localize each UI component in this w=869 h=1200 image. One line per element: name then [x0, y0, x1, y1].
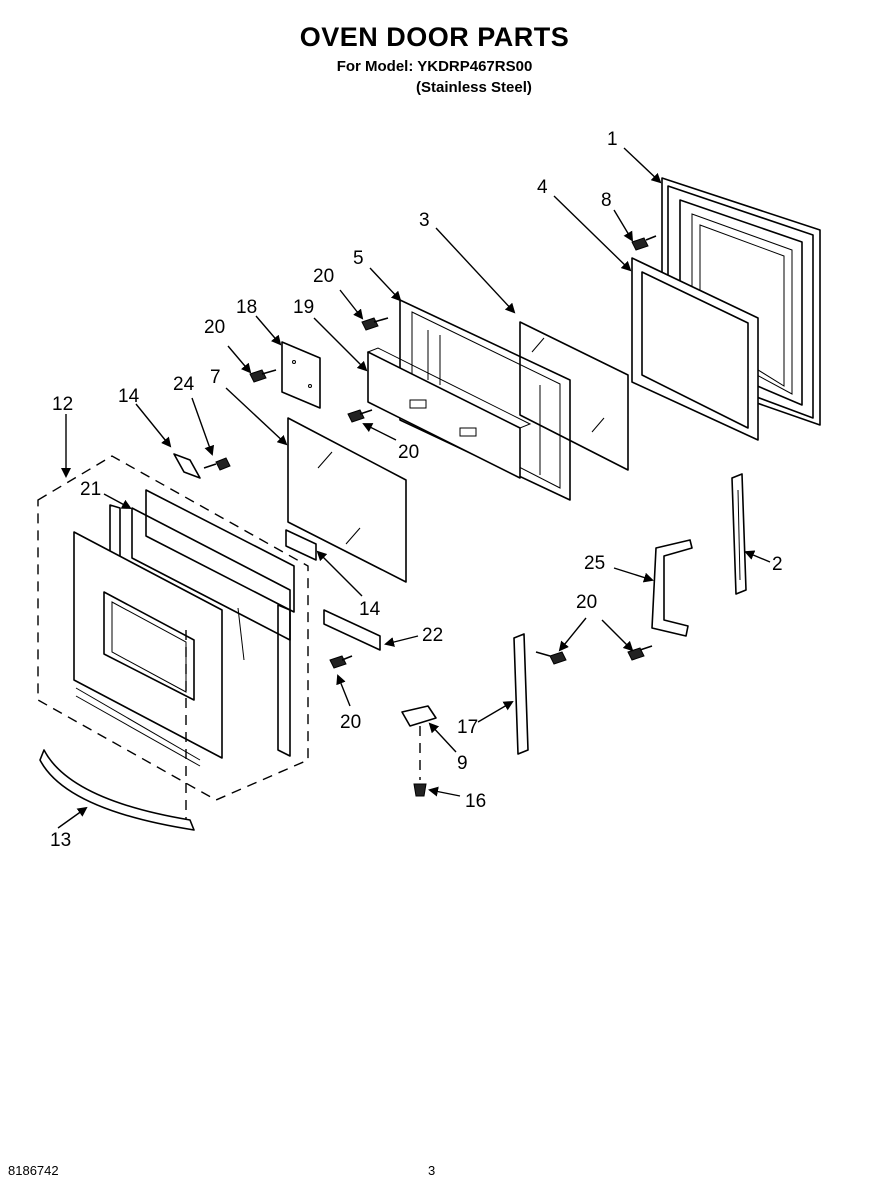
page-title: OVEN DOOR PARTS	[299, 22, 570, 52]
callout-20-c: 20	[398, 442, 419, 463]
part-9-latch	[401, 705, 437, 780]
callout-4: 4	[537, 177, 548, 198]
callout-5: 5	[353, 248, 364, 269]
callout-14-b: 14	[359, 599, 381, 620]
screw-20-c	[347, 409, 373, 423]
part-12-outer-door-assembly	[37, 455, 309, 801]
part-19-baffle	[366, 347, 532, 479]
part-16-screw	[413, 783, 427, 797]
callout-20-e: 20	[576, 592, 597, 613]
callout-13: 13	[50, 830, 71, 851]
screw-20-d	[329, 655, 353, 669]
part-2-hinge	[731, 473, 747, 595]
callout-20-b: 20	[204, 317, 225, 338]
outer-door-panel	[73, 531, 223, 820]
page-number: 3	[428, 1163, 436, 1178]
part-25-bracket	[651, 539, 693, 637]
callout-17: 17	[457, 717, 478, 738]
part-4-inner-frame	[631, 257, 759, 441]
part-24-screw	[203, 457, 231, 471]
screw-20-b	[249, 369, 277, 383]
callout-20-d: 20	[340, 712, 361, 733]
callout-12: 12	[52, 394, 73, 415]
callout-24: 24	[173, 374, 195, 395]
part-8-screw	[631, 235, 657, 251]
leader-lines	[57, 147, 771, 829]
callout-19: 19	[293, 297, 314, 318]
screw-20-e	[535, 651, 567, 665]
callout-1: 1	[607, 129, 618, 150]
model-subtitle: For Model: YKDRP467RS00	[336, 58, 533, 75]
callout-20-a: 20	[313, 266, 334, 287]
callout-9: 9	[457, 753, 468, 774]
screw-20-a	[361, 317, 389, 331]
part-17-channel	[513, 633, 529, 755]
callout-22: 22	[422, 625, 443, 646]
part-14-clip-b	[285, 529, 317, 561]
callout-3: 3	[419, 210, 430, 231]
part-14-clip-a	[173, 453, 201, 479]
callout-7: 7	[210, 367, 221, 388]
callout-14-a: 14	[118, 386, 140, 407]
screw-20-f	[627, 645, 653, 661]
part-7-glass-panel	[287, 417, 407, 583]
document-number: 8186742	[8, 1163, 59, 1178]
part-3-glass-panel	[519, 321, 629, 471]
callout-16: 16	[465, 791, 486, 812]
callout-2: 2	[772, 554, 783, 575]
callout-25: 25	[584, 553, 605, 574]
part-22-strip	[323, 609, 381, 651]
part-18-bracket-plate	[281, 341, 321, 409]
callout-21: 21	[80, 479, 101, 500]
callout-18: 18	[236, 297, 257, 318]
callout-8: 8	[601, 190, 612, 211]
finish-variant: (Stainless Steel)	[416, 79, 532, 96]
part-13-handle	[39, 749, 195, 831]
